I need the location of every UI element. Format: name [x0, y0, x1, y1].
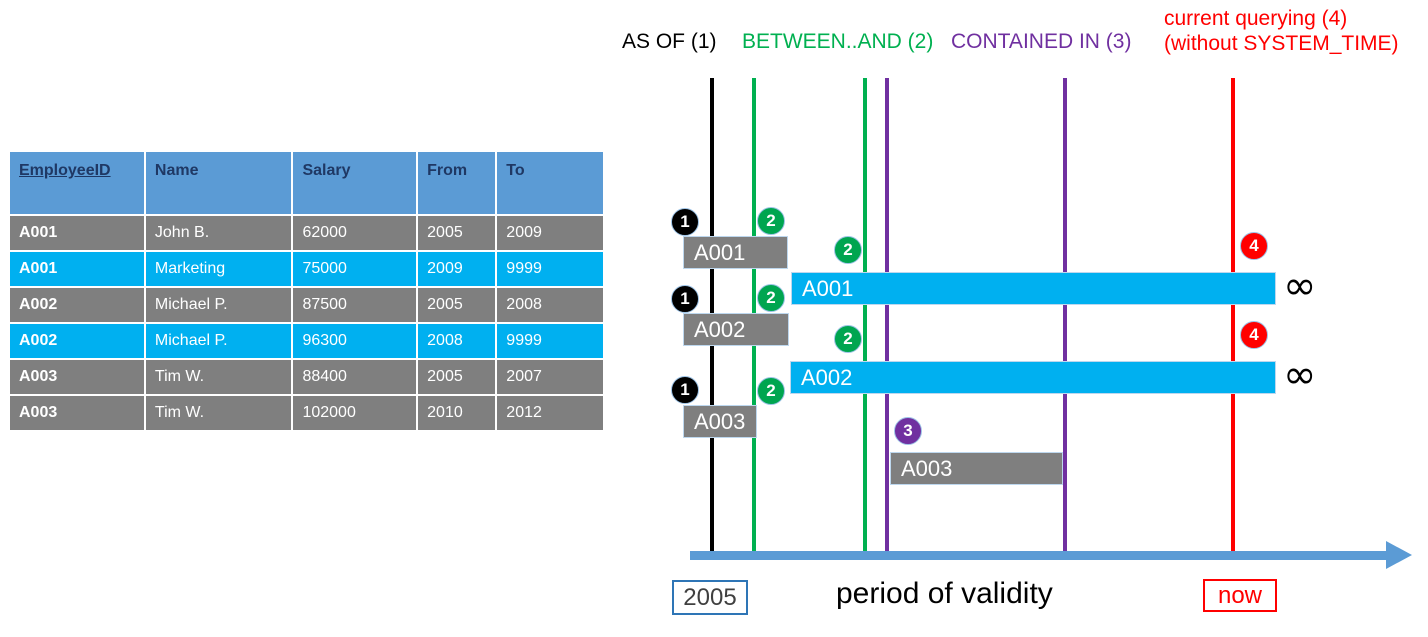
cell-salary: 75000 [293, 252, 417, 286]
bar-a002-cyan: A002 [790, 361, 1276, 394]
bar-a002-gray: A002 [683, 313, 789, 346]
column-header-from: From [418, 152, 496, 214]
contained-end-line [1063, 78, 1067, 558]
cell-salary: 102000 [293, 396, 417, 430]
cell-to: 2008 [497, 288, 603, 322]
badge-4: 4 [1240, 321, 1268, 349]
badge-2: 2 [834, 236, 862, 264]
cell-name: Michael P. [145, 324, 292, 358]
cell-to: 9999 [497, 324, 603, 358]
badge-2: 2 [757, 284, 785, 312]
cell-from: 2005 [418, 216, 496, 250]
column-header-salary: Salary [293, 152, 417, 214]
badge-4: 4 [1240, 232, 1268, 260]
badge-2: 2 [757, 377, 785, 405]
cell-employeeid: A001 [10, 216, 144, 250]
now-line [1231, 78, 1235, 558]
column-header-employeeid: EmployeeID [10, 152, 144, 214]
cell-to: 2009 [497, 216, 603, 250]
legend-between-and: BETWEEN..AND (2) [742, 30, 934, 53]
cell-name: John B. [145, 216, 292, 250]
cell-employeeid: A003 [10, 360, 144, 394]
bar-a003-gray: A003 [683, 405, 757, 438]
axis-end-label: now [1203, 579, 1277, 612]
cell-from: 2005 [418, 360, 496, 394]
timeline-axis [690, 551, 1390, 560]
badge-2: 2 [834, 325, 862, 353]
cell-to: 2007 [497, 360, 603, 394]
legend-contained-in: CONTAINED IN (3) [951, 30, 1132, 53]
as-of-line [710, 78, 714, 558]
cell-from: 2008 [418, 324, 496, 358]
badge-1: 1 [671, 285, 699, 313]
cell-salary: 87500 [293, 288, 417, 322]
badge-2: 2 [757, 207, 785, 235]
cell-from: 2009 [418, 252, 496, 286]
cell-name: Michael P. [145, 288, 292, 322]
table-header-row: EmployeeID Name Salary From To [10, 152, 603, 214]
infinity-icon: ∞ [1283, 263, 1317, 309]
cell-name: Marketing [145, 252, 292, 286]
between-end-line [863, 78, 867, 558]
badge-3: 3 [894, 417, 922, 445]
cell-salary: 62000 [293, 216, 417, 250]
cell-salary: 88400 [293, 360, 417, 394]
cell-to: 2012 [497, 396, 603, 430]
cell-from: 2010 [418, 396, 496, 430]
bar-a001-gray: A001 [683, 236, 788, 269]
cell-name: Tim W. [145, 396, 292, 430]
badge-1: 1 [671, 376, 699, 404]
bar-a001-cyan: A001 [791, 272, 1276, 305]
column-header-name: Name [145, 152, 292, 214]
column-header-to: To [497, 152, 603, 214]
axis-start-label: 2005 [672, 580, 748, 615]
infinity-icon: ∞ [1283, 352, 1317, 398]
cell-employeeid: A002 [10, 324, 144, 358]
badge-1: 1 [671, 208, 699, 236]
cell-employeeid: A003 [10, 396, 144, 430]
legend-as-of: AS OF (1) [622, 30, 717, 53]
legend-current-querying: current querying (4) (without SYSTEM_TIM… [1164, 6, 1399, 56]
cell-name: Tim W. [145, 360, 292, 394]
cell-to: 9999 [497, 252, 603, 286]
legend-current-querying-line2: (without SYSTEM_TIME) [1164, 32, 1399, 55]
timeline-arrow-icon [1386, 541, 1412, 569]
cell-salary: 96300 [293, 324, 417, 358]
axis-caption: period of validity [836, 577, 1053, 610]
contained-start-line [885, 78, 889, 558]
between-start-line [752, 78, 756, 558]
cell-employeeid: A001 [10, 252, 144, 286]
cell-from: 2005 [418, 288, 496, 322]
cell-employeeid: A002 [10, 288, 144, 322]
bar-a003-gray: A003 [890, 452, 1063, 485]
legend-current-querying-line1: current querying (4) [1164, 7, 1348, 30]
